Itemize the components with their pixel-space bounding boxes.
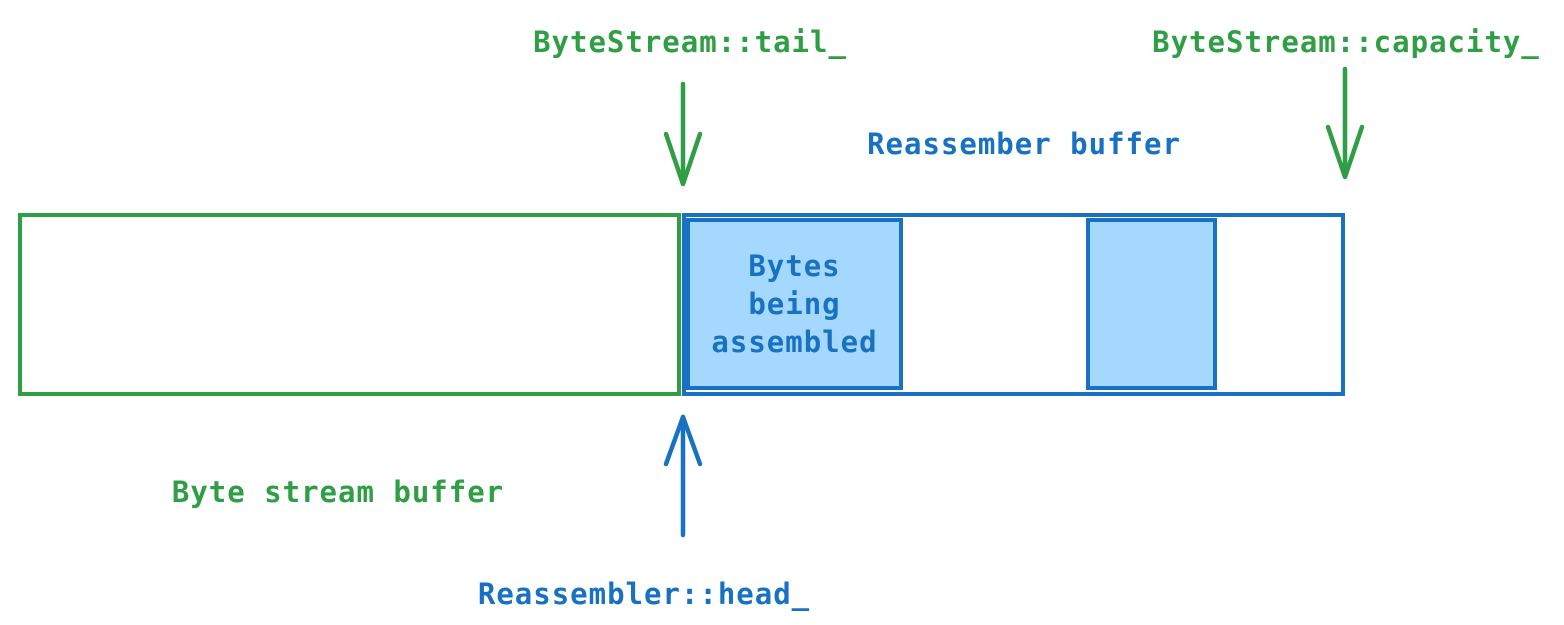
byte-stream-buffer-box	[18, 213, 681, 396]
reassembler-head-arrow-icon	[663, 414, 703, 538]
reassembler-segment-bytes-being-assembled: Bytes being assembled	[686, 218, 903, 390]
reassembler-buffer-box	[682, 213, 1345, 396]
byte-stream-buffer-label: Byte stream buffer	[171, 475, 505, 509]
reassembler-buffer-title: Reassember buffer	[867, 127, 1181, 161]
bytes-being-assembled-text: Bytes being assembled	[711, 249, 878, 359]
bytestream-tail-label: ByteStream::tail_	[533, 25, 847, 59]
bytestream-capacity-arrow-icon	[1325, 66, 1365, 180]
bytestream-tail-arrow-icon	[663, 81, 703, 187]
bytestream-capacity-label: ByteStream::capacity_	[1152, 25, 1540, 59]
reassembler-head-label: Reassembler::head_	[477, 577, 811, 611]
reassembler-segment-2	[1086, 218, 1217, 390]
